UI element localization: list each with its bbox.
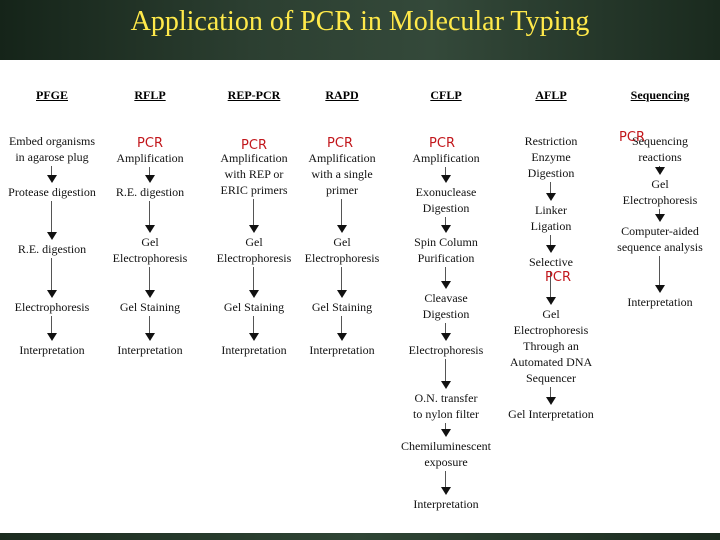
pcr-label-rapd: PCR [327,136,353,151]
flow-arrow [441,217,451,233]
flow-arrow [441,323,451,341]
footer-bar [0,533,720,540]
column-header-cflp: CFLP [430,88,462,102]
flow-arrow [145,267,155,298]
flow-arrow [546,235,556,253]
step-rflp-1: Amplification [116,151,184,165]
title-bar [0,0,720,60]
flow-arrow [337,316,347,341]
slide-title: Application of PCR in Molecular Typing [130,6,590,37]
step-cflp-1: Amplification [412,151,480,165]
column-header-aflp: AFLP [535,88,567,102]
flow-arrow [546,182,556,201]
column-header-pfge: PFGE [36,88,68,102]
flow-arrow [441,167,451,183]
step-rflp-2: R.E. digestion [115,185,185,199]
flow-arrow [47,166,57,183]
flow-arrow [47,316,57,341]
step-aflp-5: Gel Interpretation [508,407,594,421]
flow-arrow [145,316,155,341]
pcr-label-sequencing: PCR [619,130,645,145]
pcr-label-rep-pcr: PCR [241,138,267,153]
step-pfge-5: Interpretation [19,343,85,357]
step-cflp-8: Interpretation [413,497,479,511]
step-pfge-2: Protease digestion [8,185,96,199]
flow-arrow [441,471,451,495]
flow-arrow [249,199,259,233]
column-header-rep-pcr: REP-PCR [227,88,281,102]
column-header-sequencing: Sequencing [630,88,690,102]
step-sequencing-4: Interpretation [627,295,693,309]
step-rapd-4: Interpretation [309,343,375,357]
step-aflp-3: Selective [529,255,573,269]
flow-arrow [145,167,155,183]
flow-arrow [655,209,665,222]
step-rapd-3: Gel Staining [311,300,373,314]
column-header-rapd: RAPD [325,88,359,102]
flow-arrow [249,316,259,341]
pcr-label-aflp: PCR [545,270,571,285]
step-rep-pcr-3: Gel Staining [223,300,285,314]
column-header-rflp: RFLP [134,88,166,102]
flow-arrow [47,258,57,298]
step-pfge-3: R.E. digestion [17,242,87,256]
flow-arrow [546,387,556,405]
flow-arrow [441,267,451,289]
flow-arrow [337,267,347,298]
step-rep-pcr-4: Interpretation [221,343,287,357]
flow-arrow [145,201,155,233]
flow-arrow [441,359,451,389]
step-rflp-5: Interpretation [117,343,183,357]
pcr-label-rflp: PCR [137,136,163,151]
step-cflp-5: Electrophoresis [408,343,484,357]
flow-arrow [441,423,451,437]
flow-arrow [47,201,57,240]
pcr-label-cflp: PCR [429,136,455,151]
flow-arrow [546,271,556,305]
flow-arrow [655,256,665,293]
flow-arrow [337,199,347,233]
step-rflp-4: Gel Staining [119,300,181,314]
flow-arrow [655,166,665,175]
flow-arrow [249,267,259,298]
step-pfge-4: Electrophoresis [14,300,90,314]
